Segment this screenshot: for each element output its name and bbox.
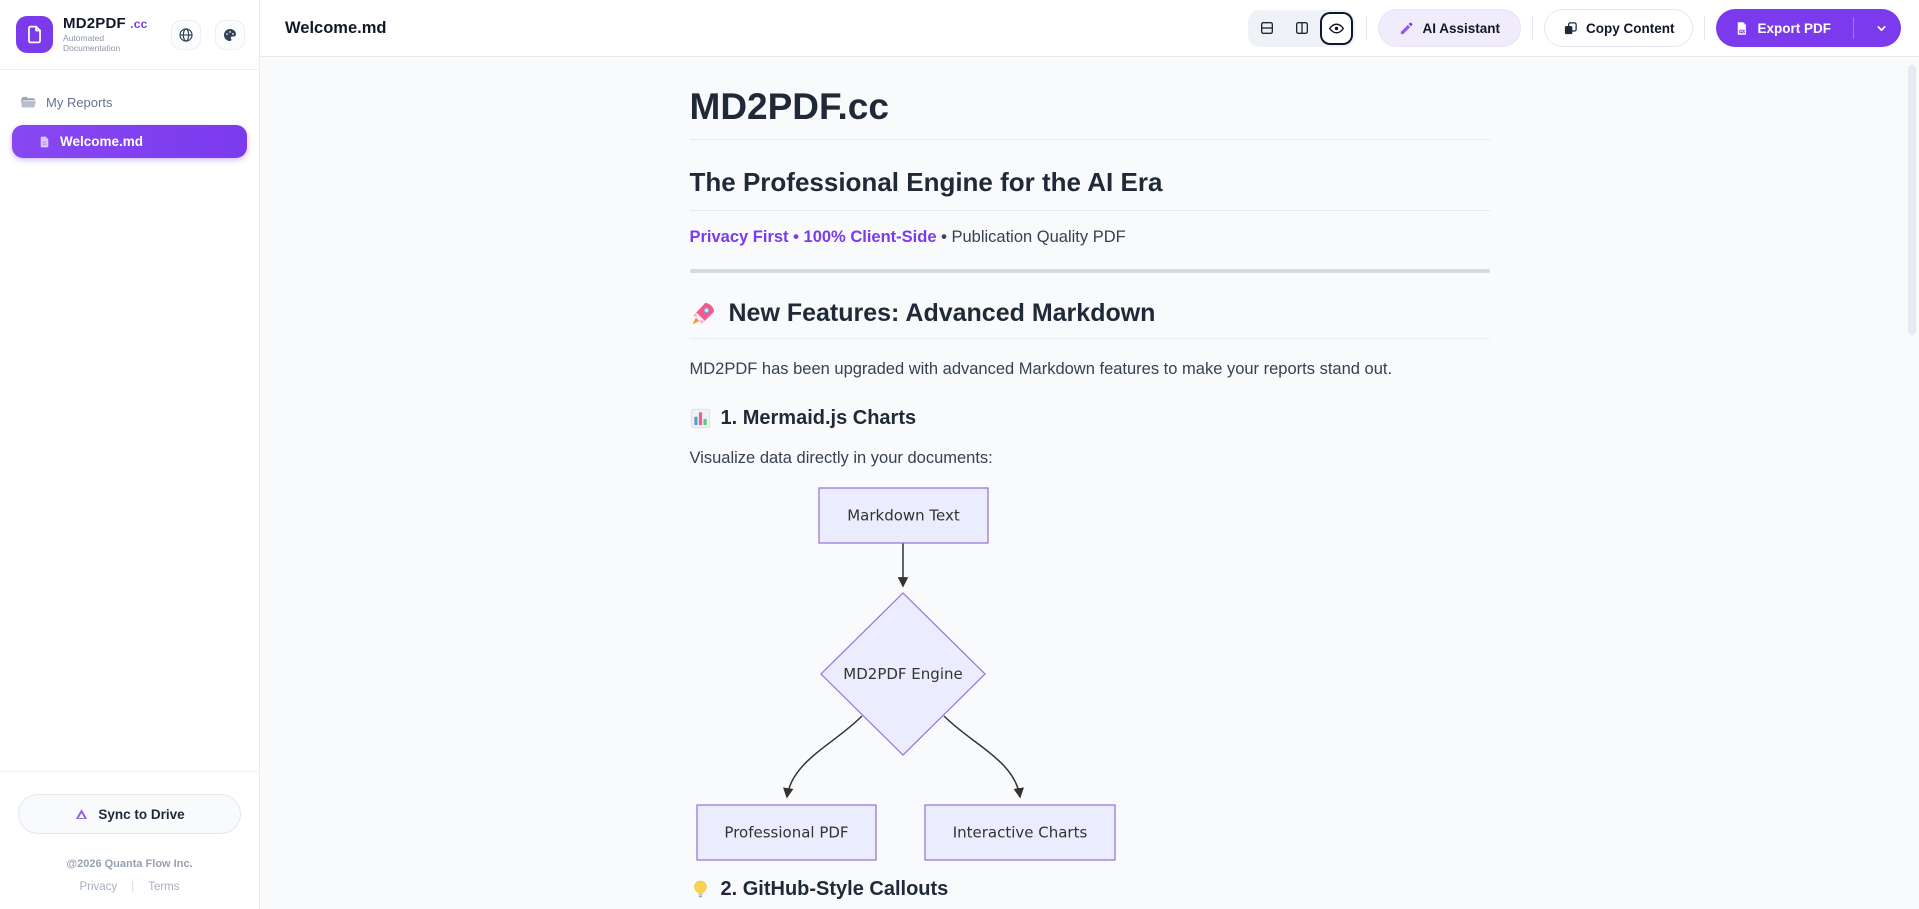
preview-view-button[interactable] bbox=[1320, 11, 1354, 45]
brand-block: MD2PDF .cc Automated Documentation bbox=[63, 15, 157, 54]
copy-content-label: Copy Content bbox=[1585, 20, 1675, 36]
sidebar-header: MD2PDF .cc Automated Documentation bbox=[0, 0, 259, 70]
ai-assistant-button[interactable]: AI Assistant bbox=[1378, 9, 1521, 47]
brand-name-text: MD2PDF bbox=[63, 15, 126, 33]
drive-icon bbox=[74, 807, 89, 822]
tag-client-side: 100% Client-Side bbox=[803, 228, 937, 246]
doc-paragraph: Visualize data directly in your document… bbox=[689, 449, 993, 467]
sync-button-label: Sync to Drive bbox=[98, 806, 185, 822]
doc-tagline: Privacy First • 100% Client-Side • Publi… bbox=[690, 227, 1490, 247]
export-pdf-label: Export PDF bbox=[1757, 20, 1831, 36]
mermaid-flowchart: Markdown Text MD2PDF Engine Professional… bbox=[690, 486, 1490, 862]
privacy-link[interactable]: Privacy bbox=[79, 881, 118, 893]
export-options-toggle[interactable] bbox=[1862, 9, 1901, 47]
topbar-divider bbox=[1366, 16, 1368, 40]
app-logo bbox=[16, 16, 53, 53]
copyright-text: @2026 Quanta Flow Inc. bbox=[66, 858, 193, 870]
node-label: Markdown Text bbox=[847, 507, 960, 525]
copy-content-button[interactable]: Copy Content bbox=[1543, 9, 1694, 47]
sidebar-footer: Sync to Drive @2026 Quanta Flow Inc. Pri… bbox=[0, 771, 259, 909]
file-icon bbox=[38, 135, 51, 149]
topbar-divider bbox=[1531, 16, 1533, 40]
scrollbar-thumb[interactable] bbox=[1908, 65, 1916, 335]
brand-tagline: Automated Documentation bbox=[63, 33, 121, 54]
topbar-actions: AI Assistant Copy Content bbox=[1248, 9, 1901, 47]
copy-icon bbox=[1563, 21, 1578, 36]
sync-to-drive-button[interactable]: Sync to Drive bbox=[18, 794, 241, 834]
doc-section-title: New Features: Advanced Markdown bbox=[728, 299, 1156, 327]
sidebar-item-welcome-md[interactable]: Welcome.md bbox=[12, 125, 247, 158]
flowchart-node-interactive-charts: Interactive Charts bbox=[923, 804, 1116, 861]
folder-icon bbox=[20, 94, 37, 111]
split-view-icon bbox=[1294, 20, 1310, 36]
tag-privacy-first: Privacy First bbox=[689, 228, 789, 246]
language-button[interactable] bbox=[171, 19, 201, 50]
editor-view-icon bbox=[1259, 20, 1275, 36]
topbar-divider bbox=[1704, 16, 1706, 40]
doc-feature1-title: 1. Mermaid.js Charts bbox=[720, 407, 917, 429]
rocket-emoji-icon bbox=[690, 300, 717, 327]
node-label: Interactive Charts bbox=[952, 824, 1087, 842]
doc-paragraph: MD2PDF has been upgraded with advanced M… bbox=[689, 360, 1393, 378]
edge-engine-to-pdf bbox=[782, 715, 863, 799]
pdf-file-icon: PDF bbox=[1734, 21, 1749, 36]
pencil-icon bbox=[1399, 21, 1414, 36]
preview-pane[interactable]: MD2PDF.cc The Professional Engine for th… bbox=[260, 57, 1919, 909]
editor-view-button[interactable] bbox=[1250, 12, 1283, 45]
palette-icon bbox=[222, 27, 238, 43]
export-pdf-button[interactable]: PDF Export PDF bbox=[1716, 9, 1901, 47]
topbar: Welcome.md bbox=[260, 0, 1919, 57]
dot-separator: • bbox=[941, 228, 947, 246]
eye-icon bbox=[1328, 20, 1345, 37]
node-label: Professional PDF bbox=[724, 824, 848, 842]
split-view-button[interactable] bbox=[1285, 12, 1318, 45]
export-pdf-main[interactable]: PDF Export PDF bbox=[1716, 9, 1845, 47]
footer-links: Privacy | Terms bbox=[18, 881, 241, 893]
sidebar-item-label: Welcome.md bbox=[60, 134, 144, 149]
sidebar-section-my-reports: My Reports bbox=[12, 94, 247, 111]
doc-h1: MD2PDF.cc bbox=[689, 87, 1490, 140]
document-icon bbox=[25, 25, 44, 44]
rendered-document: MD2PDF.cc The Professional Engine for th… bbox=[689, 57, 1490, 901]
horizontal-rule bbox=[689, 269, 1490, 273]
sidebar-section-label: My Reports bbox=[46, 95, 113, 110]
svg-text:PDF: PDF bbox=[1740, 29, 1746, 33]
edge-engine-to-charts bbox=[942, 715, 1024, 799]
export-button-divider bbox=[1853, 17, 1854, 39]
doc-feature1-heading: 1. Mermaid.js Charts bbox=[690, 407, 1490, 430]
flowchart-node-md2pdf-engine: MD2PDF Engine bbox=[819, 592, 986, 756]
view-mode-switcher bbox=[1248, 9, 1356, 47]
node-label: MD2PDF Engine bbox=[843, 665, 962, 683]
doc-section-heading: New Features: Advanced Markdown bbox=[689, 299, 1490, 339]
footer-links-divider: | bbox=[131, 881, 135, 893]
doc-feature2-heading: 2. GitHub-Style Callouts bbox=[690, 878, 1490, 901]
sidebar-body: My Reports Welcome.md bbox=[0, 70, 259, 771]
document-title: Welcome.md bbox=[285, 18, 387, 37]
bar-chart-emoji-icon bbox=[690, 408, 711, 429]
globe-icon bbox=[178, 27, 194, 43]
ai-assistant-label: AI Assistant bbox=[1422, 20, 1500, 36]
brand-name: MD2PDF .cc bbox=[63, 15, 157, 32]
brand-suffix: .cc bbox=[130, 17, 148, 32]
flowchart-node-professional-pdf: Professional PDF bbox=[695, 804, 877, 861]
terms-link[interactable]: Terms bbox=[148, 881, 180, 893]
doc-h2-subtitle: The Professional Engine for the AI Era bbox=[689, 166, 1490, 211]
doc-feature2-title: 2. GitHub-Style Callouts bbox=[720, 878, 949, 900]
main-area: Welcome.md bbox=[260, 0, 1919, 909]
chevron-down-icon bbox=[1875, 22, 1888, 35]
theme-button[interactable] bbox=[215, 19, 245, 50]
dot-separator: • bbox=[793, 228, 799, 246]
flowchart-node-markdown-text: Markdown Text bbox=[817, 487, 989, 544]
tag-publication-quality: Publication Quality PDF bbox=[951, 228, 1126, 246]
lightbulb-emoji-icon bbox=[690, 879, 711, 900]
sidebar: MD2PDF .cc Automated Documentation bbox=[0, 0, 260, 909]
